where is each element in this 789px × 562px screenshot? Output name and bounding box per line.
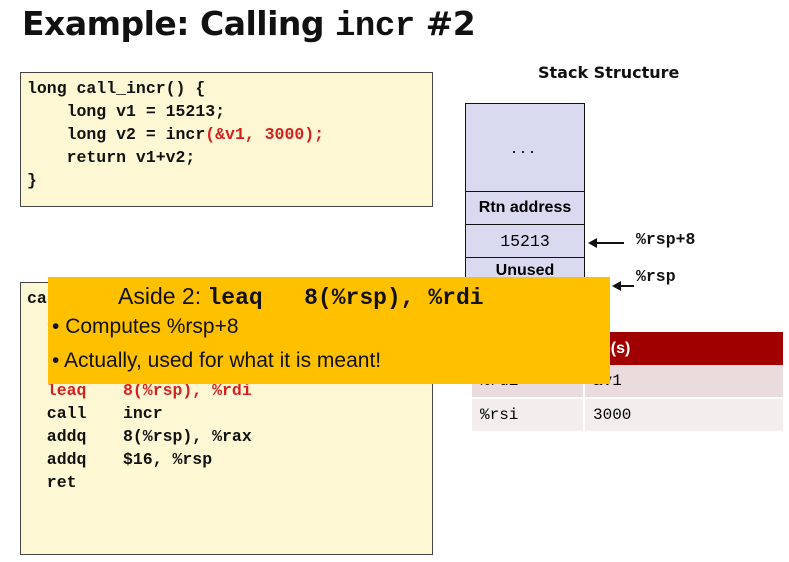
register-name: %rsi xyxy=(472,399,585,431)
aside-bullet-text: Computes %rsp+8 xyxy=(65,315,239,338)
register-row: %rsi 3000 xyxy=(472,399,783,431)
register-use: &v1 xyxy=(585,365,783,397)
stack-title: Stack Structure xyxy=(538,63,680,82)
bullet-dot: • xyxy=(52,349,65,372)
stack-cell-ellipsis: ... xyxy=(465,103,585,192)
stack-cell-return-address: Rtn address xyxy=(465,191,585,225)
title-suffix: #2 xyxy=(414,4,476,43)
rsp-arrow xyxy=(612,281,634,291)
c-code-line: long call_incr() { xyxy=(27,79,205,98)
c-code-line: long v1 = 15213; xyxy=(27,102,225,121)
aside-title-prefix: Aside 2: xyxy=(118,283,208,309)
aside-bullet-text: Actually, used for what it is meant! xyxy=(64,349,382,372)
bullet-dot: • xyxy=(52,315,66,338)
asm-opcode: ret xyxy=(27,473,77,492)
register-header-cell: se(s) xyxy=(585,332,783,365)
c-code-text: } xyxy=(27,171,37,190)
asm-code-line: leaq 8(%rsp), %rdi xyxy=(27,381,252,400)
asm-opcode: addq xyxy=(27,427,87,446)
stack-cell-text: Rtn address xyxy=(478,199,572,216)
c-code-highlight: (&v1, 3000); xyxy=(205,125,325,144)
asm-opcode: addq xyxy=(27,450,87,469)
c-code-text: long call_incr() { xyxy=(27,79,206,98)
aside-title-code: leaq 8(%rsp), %rdi xyxy=(207,285,484,311)
rsp-plus-8-arrow xyxy=(588,238,624,248)
rsp-label: %rsp xyxy=(636,267,676,286)
asm-opcode: leaq xyxy=(27,381,87,400)
asm-operand: 8(%rsp), %rdi xyxy=(123,381,252,400)
stack-cell-text: 15213 xyxy=(500,231,550,251)
c-code-line: long v2 = incr(&v1, 3000); xyxy=(27,125,324,144)
slide-title: Example: Calling incr #2 xyxy=(22,4,476,46)
c-code-text: return v1+v2; xyxy=(27,148,196,167)
title-func: incr xyxy=(335,8,415,46)
asm-operand: $16, %rsp xyxy=(123,450,213,469)
stack-cell-text: Unused xyxy=(495,262,555,279)
asm-operand: 8(%rsp), %rax xyxy=(123,427,252,446)
c-code-text: long v1 = 15213; xyxy=(27,102,226,121)
asm-code-line: ret xyxy=(27,473,123,492)
asm-code-line: addq $16, %rsp xyxy=(27,450,212,469)
aside-bullet: • Computes %rsp+8 xyxy=(52,315,239,339)
register-use: 3000 xyxy=(585,399,783,431)
aside-bullet: • Actually, used for what it is meant! xyxy=(52,349,381,373)
stack-cell-text: ... xyxy=(511,137,539,157)
c-code-line: return v1+v2; xyxy=(27,148,196,167)
asm-code-line: addq 8(%rsp), %rax xyxy=(27,427,252,446)
c-code-box: long call_incr() { long v1 = 15213; long… xyxy=(20,72,433,207)
stack-cell-v1: 15213 xyxy=(465,224,585,258)
c-code-text: long v2 = incr xyxy=(27,125,206,144)
rsp-plus-8-label: %rsp+8 xyxy=(636,230,696,249)
aside-callout: Aside 2: leaq 8(%rsp), %rdi • Computes %… xyxy=(48,277,610,384)
c-code-line: } xyxy=(27,171,37,190)
asm-opcode: call xyxy=(27,404,87,423)
asm-code-line: call incr xyxy=(27,404,163,423)
aside-title: Aside 2: leaq 8(%rsp), %rdi xyxy=(118,283,484,311)
title-prefix: Example: Calling xyxy=(22,4,336,43)
asm-operand: incr xyxy=(123,404,163,423)
